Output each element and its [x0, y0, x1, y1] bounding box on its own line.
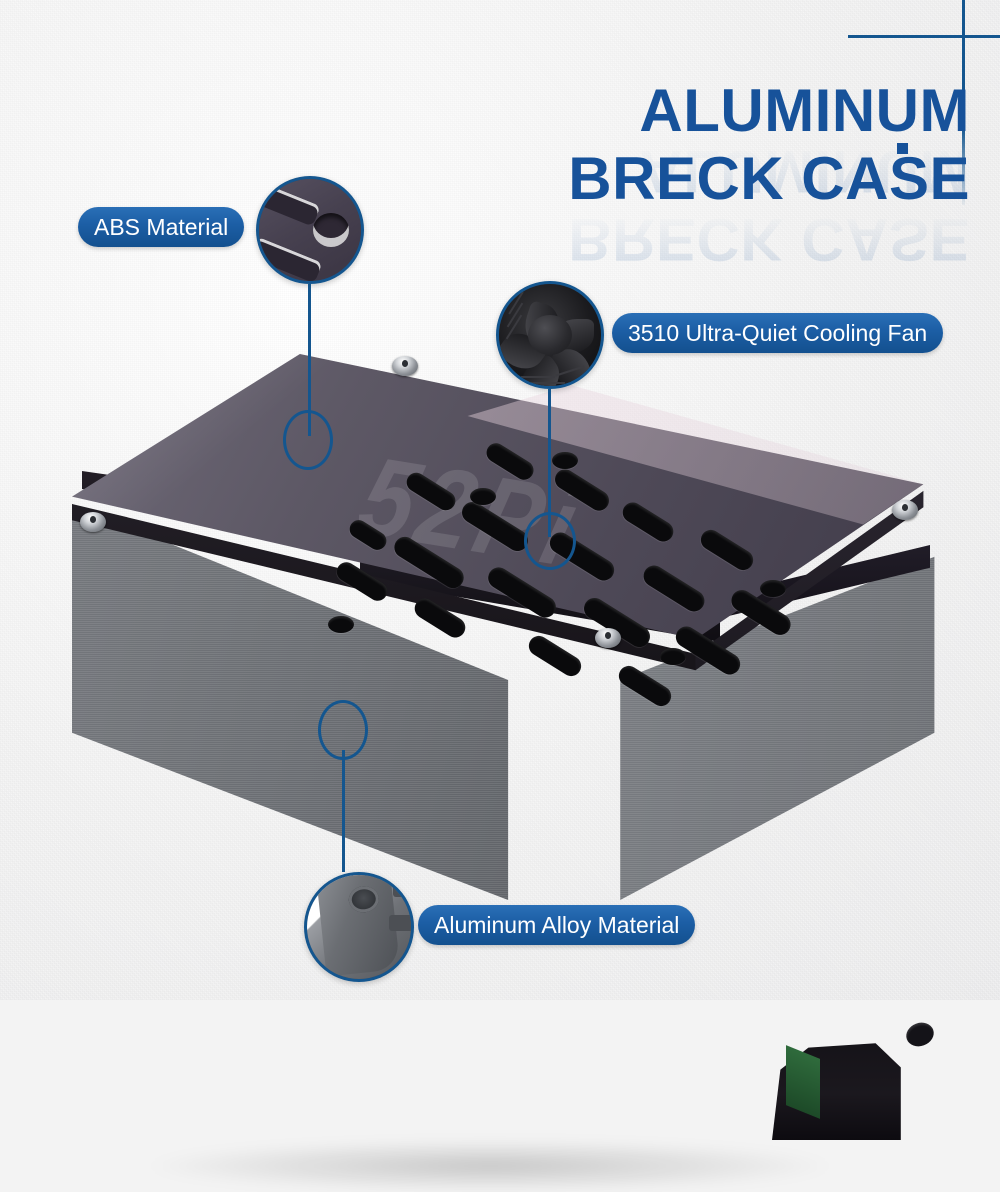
- cooling-fan-bubble: [496, 281, 604, 389]
- abs-material-bubble: [256, 176, 364, 284]
- vent-hole: [760, 580, 786, 597]
- page-title: ALUMINUM ALUMINUM BRECK CASE BRECK CASE: [430, 77, 970, 274]
- crosshair-horizontal-line: [848, 35, 1000, 38]
- abs-slot: [259, 236, 323, 281]
- case-screw: [80, 512, 106, 532]
- abs-leader-line: [308, 284, 311, 436]
- callout-label-aluminum-alloy-text: Aluminum Alloy Material: [434, 911, 680, 938]
- fan-leader-line: [548, 389, 551, 537]
- callout-label-abs-material-text: ABS Material: [94, 213, 229, 240]
- aluminum-notch: [393, 883, 411, 897]
- abs-hole: [313, 213, 349, 247]
- title-line-1-text: ALUMINUM: [639, 77, 970, 144]
- aluminum-screw-hole: [347, 884, 381, 914]
- vent-hole: [660, 648, 686, 665]
- case-side-port-hole: [902, 1018, 938, 1051]
- title-line-1: ALUMINUM ALUMINUM: [430, 77, 970, 206]
- abs-panel-detail-icon: [259, 179, 361, 281]
- abs-marker-circle-icon: [283, 410, 333, 470]
- callout-label-aluminum-alloy: Aluminum Alloy Material: [418, 905, 696, 945]
- callout-label-cooling-fan: 3510 Ultra-Quiet Cooling Fan: [612, 313, 944, 353]
- aluminum-marker-circle-icon: [318, 700, 368, 760]
- case-screw: [392, 356, 418, 376]
- case-screw: [595, 628, 621, 648]
- abs-slot: [259, 181, 321, 227]
- aluminum-leader-line: [342, 750, 345, 872]
- product-image-aluminum-case: 52Pi: [60, 340, 940, 1192]
- title-accent-square-icon: [897, 143, 908, 154]
- cooling-fan-icon: [499, 284, 601, 386]
- callout-label-cooling-fan-text: 3510 Ultra-Quiet Cooling Fan: [628, 319, 928, 346]
- aluminum-alloy-bubble: [304, 872, 414, 982]
- fan-hub: [528, 315, 572, 355]
- vent-hole: [328, 616, 354, 633]
- aluminum-corner-screw-icon: [307, 875, 411, 979]
- aluminum-corner-block: [315, 875, 401, 977]
- fan-fin: [525, 382, 565, 384]
- vent-hole: [552, 452, 578, 469]
- fan-marker-circle-icon: [524, 512, 576, 570]
- aluminum-notch: [389, 915, 411, 931]
- case-screw: [892, 500, 918, 520]
- title-line-2-text: BRECK CASE: [568, 145, 970, 212]
- vent-hole: [470, 488, 496, 505]
- callout-label-abs-material: ABS Material: [78, 207, 245, 247]
- title-line-2: BRECK CASE BRECK CASE: [430, 145, 970, 274]
- fan-fin: [521, 376, 555, 378]
- product-drop-shadow: [140, 1140, 840, 1192]
- crosshair-vertical-line: [962, 0, 965, 205]
